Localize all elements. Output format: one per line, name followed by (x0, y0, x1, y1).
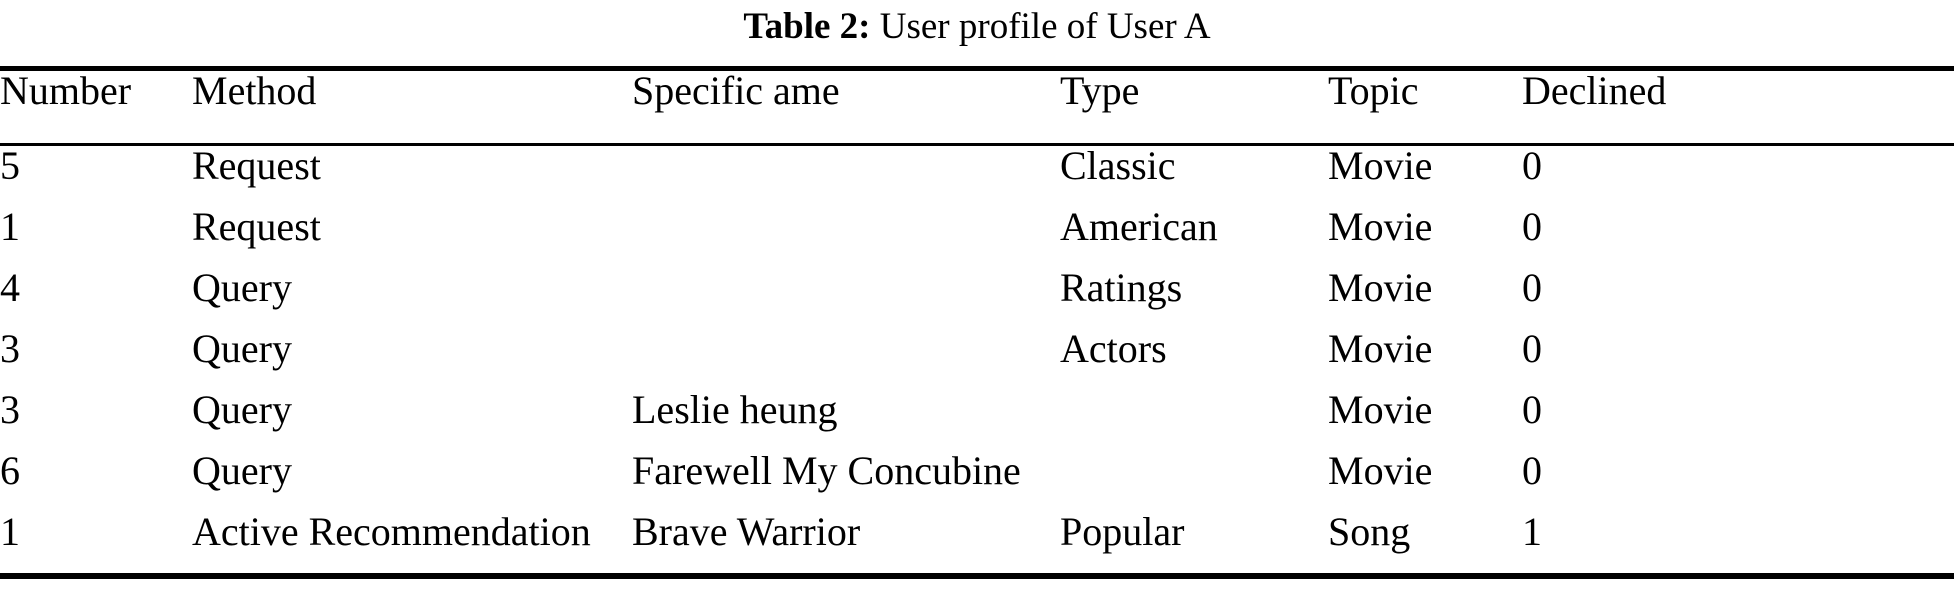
cell-declined: 0 (1522, 204, 1542, 249)
column-header-declined: Declined (1522, 68, 1667, 113)
cell-type: Ratings (1060, 265, 1183, 310)
header-row: Number Method Specific ame Type Topic De… (0, 71, 1954, 143)
cell-declined: 0 (1522, 326, 1542, 371)
column-header-method: Method (192, 68, 317, 113)
cell-number: 3 (0, 387, 20, 432)
table-body: 5 Request Classic Movie 0 1 Request Amer… (0, 146, 1954, 573)
table-caption: Table 2: User profile of User A (0, 0, 1954, 45)
cell-topic: Song (1328, 509, 1411, 554)
cell-type: Classic (1060, 143, 1176, 188)
table-row: 6 Query Farewell My Concubine Movie 0 (0, 451, 1954, 512)
cell-specific (632, 146, 1060, 207)
cell-number: 4 (0, 265, 20, 310)
cell-type (1060, 451, 1328, 512)
cell-declined: 0 (1522, 387, 1542, 432)
cell-declined: 1 (1522, 509, 1542, 554)
cell-number: 1 (0, 509, 20, 554)
cell-number: 6 (0, 448, 20, 493)
table-mid-rule (0, 143, 1954, 146)
cell-specific: Leslie heung (632, 387, 838, 432)
column-header-specific: Specific ame (632, 68, 840, 113)
cell-topic: Movie (1328, 387, 1433, 432)
cell-number: 1 (0, 204, 20, 249)
cell-topic: Movie (1328, 265, 1433, 310)
cell-type: Popular (1060, 509, 1185, 554)
cell-number: 5 (0, 143, 20, 188)
cell-method: Query (192, 448, 292, 493)
caption-label: Table 2: (743, 6, 871, 47)
cell-specific: Brave Warrior (632, 509, 861, 554)
cell-method: Active Recommendation (192, 509, 591, 554)
cell-method: Request (192, 204, 321, 249)
table-top-rule (0, 66, 1954, 71)
cell-topic: Movie (1328, 326, 1433, 371)
cell-declined: 0 (1522, 448, 1542, 493)
table-row: 4 Query Ratings Movie 0 (0, 268, 1954, 329)
table-bottom-rule (0, 573, 1954, 579)
cell-declined: 0 (1522, 265, 1542, 310)
cell-topic: Movie (1328, 204, 1433, 249)
cell-specific: Farewell My Concubine (632, 448, 1021, 493)
column-header-topic: Topic (1328, 68, 1419, 113)
table-row: 3 Query Leslie heung Movie 0 (0, 390, 1954, 451)
cell-topic: Movie (1328, 448, 1433, 493)
cell-specific (632, 207, 1060, 268)
cell-number: 3 (0, 326, 20, 371)
table-row: 1 Active Recommendation Brave Warrior Po… (0, 512, 1954, 573)
user-profile-table-body: 5 Request Classic Movie 0 1 Request Amer… (0, 146, 1954, 573)
column-header-type: Type (1060, 68, 1140, 113)
cell-method: Query (192, 265, 292, 310)
cell-method: Query (192, 326, 292, 371)
table-row: 1 Request American Movie 0 (0, 207, 1954, 268)
cell-specific (632, 268, 1060, 329)
cell-declined: 0 (1522, 143, 1542, 188)
table-row: 3 Query Actors Movie 0 (0, 329, 1954, 390)
caption-text: User profile of User A (879, 6, 1211, 47)
cell-type: Actors (1060, 326, 1167, 371)
cell-topic: Movie (1328, 143, 1433, 188)
user-profile-table: Number Method Specific ame Type Topic De… (0, 71, 1954, 143)
cell-type (1060, 390, 1328, 451)
cell-method: Request (192, 143, 321, 188)
cell-type: American (1060, 204, 1218, 249)
table-row: 5 Request Classic Movie 0 (0, 146, 1954, 207)
cell-specific (632, 329, 1060, 390)
cell-method: Query (192, 387, 292, 432)
column-header-number: Number (0, 68, 132, 113)
table-header: Number Method Specific ame Type Topic De… (0, 71, 1954, 143)
